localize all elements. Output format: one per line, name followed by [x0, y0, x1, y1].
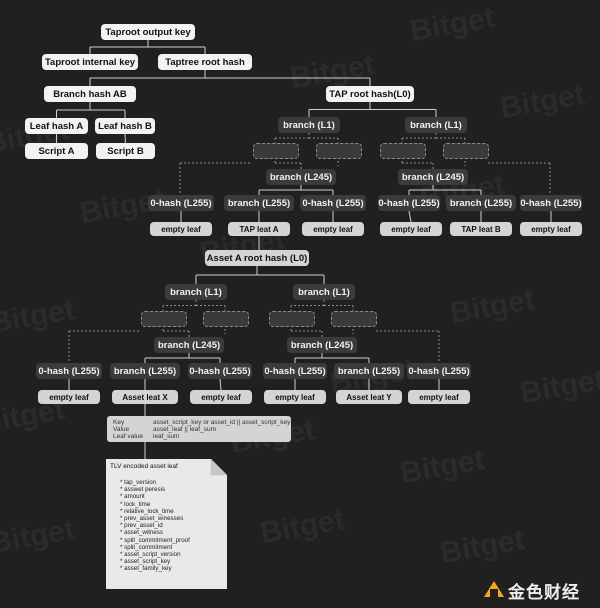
tlv-document-shape: [106, 459, 227, 589]
bitget-watermark: Bitget: [0, 292, 78, 341]
tlv-field-item: * asswet peresis: [120, 486, 166, 494]
tap-branch-l255-node: branch (L255): [224, 195, 294, 211]
tree-edge: [408, 210, 412, 223]
asset-leaf-x-node: Asset leat X: [112, 390, 178, 404]
collapsed-branch-placeholder: [269, 311, 315, 327]
taproot-output-key-node: Taproot output key: [101, 24, 195, 40]
bitget-watermark: Bitget: [407, 0, 498, 49]
tlv-field-item: * asset_family_key: [120, 565, 172, 573]
taptree-root-hash-node: Taptree root hash: [158, 54, 252, 70]
kv-value-label: Value: [113, 426, 130, 433]
tlv-field-list: * tap_version* asswet peresis* amount* l…: [120, 479, 190, 573]
tap-zero-hash-node: 0-hash (L255): [378, 195, 440, 211]
tap-branch-l245-node: branch (L245): [398, 169, 468, 185]
leaf-hash-b-node: Leaf hash B: [95, 118, 155, 134]
tlv-field-item: * asset_witness: [120, 529, 163, 537]
bitget-watermark: Bitget: [517, 362, 600, 411]
collapsed-branch-placeholder: [380, 143, 426, 159]
tlv-field-item: * prev_asset_winesses: [120, 515, 184, 523]
asset-empty-leaf-node: empty leaf: [38, 390, 100, 404]
tap-branch-l255-node: branch (L255): [446, 195, 516, 211]
tap-zero-hash-node: 0-hash (L255): [148, 195, 214, 211]
kv-key-value: asset_script_key or asset_id || asset_sc…: [153, 419, 291, 426]
bitget-watermark: Bitget: [497, 77, 588, 126]
kv-value-value: asset_leaf || leaf_sum: [153, 426, 216, 433]
asset-empty-leaf-node: empty leaf: [264, 390, 326, 404]
tlv-field-item: * lock_time: [120, 500, 151, 508]
script-b-node: Script B: [96, 143, 155, 159]
asset-empty-leaf-node: empty leaf: [190, 390, 252, 404]
collapsed-branch-placeholder: [253, 143, 299, 159]
leaf-hash-a-node: Leaf hash A: [25, 118, 88, 134]
bitget-watermark: Bitget: [0, 512, 78, 561]
tap-empty-leaf-node: empty leaf: [150, 222, 212, 236]
tap-empty-leaf-node: empty leaf: [302, 222, 364, 236]
script-a-node: Script A: [25, 143, 88, 159]
tlv-field-item: * split_commitment_proof: [120, 536, 190, 544]
collapsed-branch-placeholder: [316, 143, 362, 159]
tap-leaf-a-node: TAP leat A: [228, 222, 290, 236]
asset-root-hash-node: Asset A root hash (L0): [205, 250, 309, 266]
tlv-field-item: * split_commitment: [120, 543, 173, 551]
asset-zero-hash-node: 0-hash (L255): [407, 363, 471, 379]
tlv-field-item: * relative_lock_time: [120, 507, 174, 515]
collapsed-branch-placeholder: [331, 311, 377, 327]
tap-root-hash-node: TAP root hash(L0): [326, 86, 414, 102]
tap-branch-l1-node: branch (L1): [278, 117, 340, 133]
tap-empty-leaf-node: empty leaf: [520, 222, 582, 236]
kv-leaf-value-value: leaf_sum: [153, 433, 180, 440]
kv-leaf-value-label: Leaf value: [113, 433, 143, 440]
kv-key-label: Key: [113, 419, 125, 426]
tlv-field-item: * asset_script_key: [120, 558, 171, 566]
asset-branch-l1-node: branch (L1): [165, 284, 227, 300]
tap-leaf-b-node: TAP leat B: [450, 222, 512, 236]
asset-branch-l255-node: branch (L255): [110, 363, 180, 379]
asset-branch-l255-node: branch (L255): [334, 363, 404, 379]
bitget-watermark: Bitget: [437, 522, 528, 571]
tree-edge: [219, 378, 222, 391]
asset-branch-l245-node: branch (L245): [154, 337, 224, 353]
tree-edge: [124, 133, 126, 144]
asset-branch-l1-node: branch (L1): [293, 284, 355, 300]
tap-branch-l1-node: branch (L1): [405, 117, 467, 133]
tlv-title: TLV encoded asset leaf: [110, 463, 178, 470]
tap-empty-leaf-node: empty leaf: [380, 222, 442, 236]
bitget-watermark: Bitget: [257, 502, 348, 551]
branch-hash-ab-node: Branch hash AB: [44, 86, 136, 102]
taproot-internal-key-node: Taproot internal key: [42, 54, 138, 70]
tap-branch-l245-node: branch (L245): [266, 169, 336, 185]
asset-zero-hash-node: 0-hash (L255): [36, 363, 102, 379]
leaf-key-value-box: Key asset_script_key or asset_id || asse…: [107, 416, 291, 442]
collapsed-branch-placeholder: [203, 311, 249, 327]
tap-zero-hash-node: 0-hash (L255): [300, 195, 366, 211]
bitget-watermark: Bitget: [447, 282, 538, 331]
asset-leaf-y-node: Asset leat Y: [336, 390, 402, 404]
tlv-field-item: * amount: [120, 493, 145, 501]
jinse-logo-text: 金色财经: [508, 583, 580, 603]
collapsed-branch-placeholder: [443, 143, 489, 159]
asset-branch-l245-node: branch (L245): [287, 337, 357, 353]
asset-zero-hash-node: 0-hash (L255): [188, 363, 252, 379]
jinse-logo-icon: [484, 581, 504, 597]
asset-empty-leaf-node: empty leaf: [408, 390, 470, 404]
tap-zero-hash-node: 0-hash (L255): [520, 195, 582, 211]
bitget-watermark: Bitget: [397, 442, 488, 491]
tlv-field-item: * asset_script_version: [120, 551, 181, 559]
tlv-field-item: * prev_asset_id: [120, 522, 163, 530]
collapsed-branch-placeholder: [141, 311, 187, 327]
asset-zero-hash-node: 0-hash (L255): [263, 363, 327, 379]
tlv-field-item: * tap_version: [120, 479, 157, 486]
